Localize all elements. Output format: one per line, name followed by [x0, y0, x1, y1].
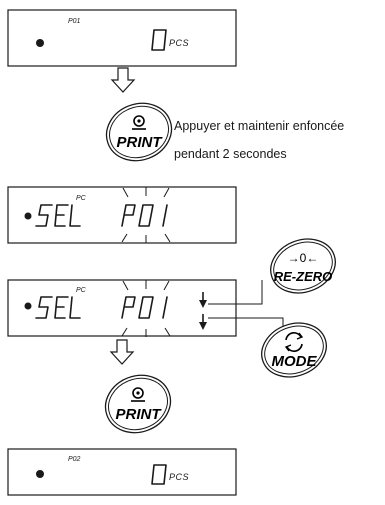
cycle-arrows-icon	[284, 332, 304, 352]
display-1-unit: PCS	[169, 38, 189, 48]
display-4-unit: PCS	[169, 472, 189, 482]
instruction-line-1: Appuyer et maintenir enfoncée	[174, 119, 344, 133]
down-arrow-icon	[110, 67, 136, 93]
stable-indicator-icon	[24, 302, 32, 310]
print-button-label: PRINT	[116, 406, 163, 423]
display-1-pre-label: P01	[68, 18, 81, 25]
stable-indicator-icon	[24, 212, 32, 220]
mode-button[interactable]: MODE	[254, 314, 334, 385]
display-2-pre-label: PC	[76, 195, 87, 202]
display-4-pre-label: P02	[68, 456, 81, 463]
re-zero-button-label: RE-ZERO	[274, 269, 333, 284]
display-3-pre-label: PC	[76, 287, 87, 294]
print-button[interactable]: PRINT	[97, 366, 178, 441]
digit-zero	[151, 29, 167, 51]
display-panel-4: P02 PCS	[7, 448, 237, 496]
blink-rays-icon	[121, 187, 171, 243]
display-panel-1: P01 PCS	[7, 9, 237, 67]
down-arrow-icon	[109, 339, 135, 365]
blink-rays-icon	[121, 280, 171, 337]
re-zero-symbol: →0←	[288, 251, 319, 265]
stable-indicator-icon	[36, 470, 44, 478]
print-button[interactable]: PRINT	[98, 94, 179, 169]
display-panel-2: PC	[7, 186, 237, 244]
stable-indicator-icon	[36, 39, 44, 47]
re-zero-button[interactable]: →0← RE-ZERO	[263, 230, 343, 301]
print-button-label: PRINT	[117, 134, 164, 151]
print-symbol-icon	[132, 115, 146, 130]
digit-zero	[151, 464, 167, 485]
segment-text-sel-p01	[35, 204, 168, 227]
instruction-line-2: pendant 2 secondes	[174, 147, 287, 161]
mode-button-label: MODE	[272, 353, 318, 370]
display-panel-3: PC	[7, 279, 237, 337]
segment-text-sel-p01	[35, 296, 168, 319]
print-symbol-icon	[131, 387, 145, 402]
